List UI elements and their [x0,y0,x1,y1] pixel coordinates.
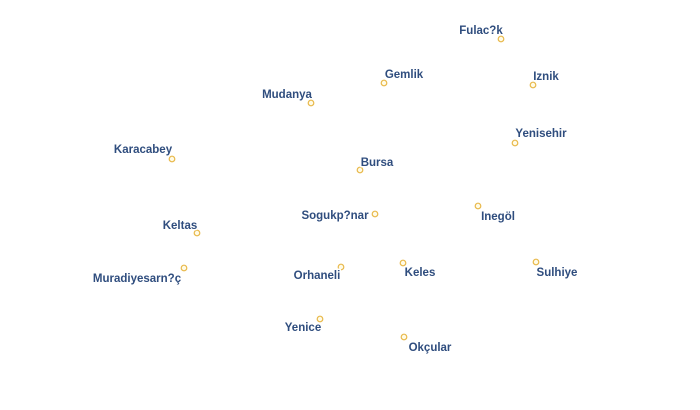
place-label: Fulac?k [459,25,503,37]
place-mudanya[interactable]: Mudanya [261,88,315,107]
place-marker [337,263,345,271]
place-label: Karacabey [114,144,173,156]
place-label: Inegöl [481,211,515,223]
place-label: Orhaneli [294,270,341,282]
place-marker [380,79,388,87]
place-label: Muradiyesarn?ç [93,273,182,285]
place-marker [511,139,519,147]
place-marker [168,155,176,163]
place-yenice[interactable]: Yenice [283,315,324,336]
place-label: Sogukp?nar [301,210,369,222]
place-keltas[interactable]: Keltas [161,219,201,237]
place-bursa[interactable]: Bursa [356,156,395,174]
place-marker [180,264,188,272]
place-marker [529,81,537,89]
place-marker [399,259,407,267]
place-orhaneli[interactable]: Orhaneli [292,263,345,284]
place-marker [371,210,379,218]
place-okcular[interactable]: Okçular [400,333,453,356]
place-label: Bursa [361,157,394,169]
place-marker [356,166,364,174]
place-marker [316,315,324,323]
place-inegol[interactable]: Inegöl [474,202,516,225]
place-sulhiye[interactable]: Sulhiye [532,258,579,281]
place-muradiyesarnic[interactable]: Muradiyesarn?ç [91,264,188,287]
place-label: Gemlik [385,69,424,81]
place-gemlik[interactable]: Gemlik [380,68,425,87]
place-marker [474,202,482,210]
place-label: Keles [405,267,436,279]
place-iznik[interactable]: Iznik [529,70,561,89]
place-fulacik[interactable]: Fulac?k [458,24,505,43]
place-marker [532,258,540,266]
place-label: Yenisehir [515,128,567,140]
place-label: Iznik [533,71,559,83]
place-label: Yenice [285,322,321,334]
place-karacabey[interactable]: Karacabey [112,143,176,163]
place-yenisehir[interactable]: Yenisehir [511,127,569,147]
place-label: Keltas [163,220,198,232]
place-sogukpinar[interactable]: Sogukp?nar [300,209,379,224]
place-marker [307,99,315,107]
place-label: Okçular [409,342,452,354]
place-label: Sulhiye [537,267,578,279]
place-marker [497,35,505,43]
place-marker [193,229,201,237]
place-marker [400,333,408,341]
place-keles[interactable]: Keles [399,259,437,281]
place-label: Mudanya [262,89,312,101]
